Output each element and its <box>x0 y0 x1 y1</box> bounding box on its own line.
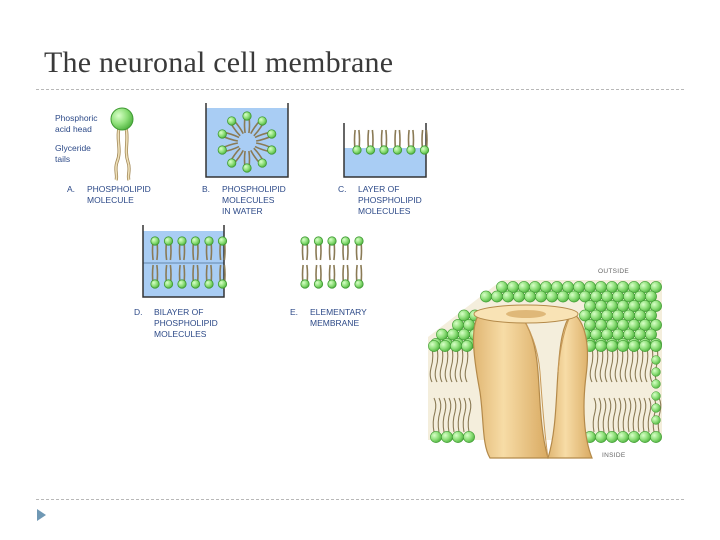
phospholipid-molecule <box>313 264 324 289</box>
phospholipid-molecule <box>190 236 201 261</box>
glyceride-tails-label: Glyceride tails <box>55 143 91 164</box>
phospholipid-molecule <box>300 236 310 261</box>
phosphoric-acid-head-label: Phosphoric acid head <box>55 113 98 134</box>
phospholipid-molecule <box>204 236 214 261</box>
caption-b-text: PHOSPHOLIPID MOLECULES IN WATER <box>222 184 286 216</box>
phospholipid-molecule <box>365 129 376 155</box>
phospholipid-molecule <box>150 264 160 289</box>
caption-e-letter: E. <box>290 307 299 317</box>
phospholipid-molecule <box>419 129 430 155</box>
membrane-3d-block <box>428 280 662 443</box>
phospholipid-molecule <box>379 129 389 155</box>
caption-e-text: ELEMENTARY MEMBRANE <box>310 307 367 328</box>
phospholipid-molecule <box>163 264 174 289</box>
caption-c-text: LAYER OF PHOSPHOLIPID MOLECULES <box>358 184 422 216</box>
caption-a-text: PHOSPHOLIPID MOLECULE <box>87 184 151 205</box>
phospholipid-molecule <box>217 264 228 289</box>
phospholipid-molecule <box>163 236 174 261</box>
phospholipid-molecule <box>254 142 277 155</box>
phospholipid-molecule <box>352 129 362 155</box>
panel-d-bilayer <box>150 236 228 289</box>
panel-b-micelle <box>217 111 277 173</box>
panel-a-molecule <box>110 107 134 181</box>
phospholipid-molecule <box>392 129 403 155</box>
phospholipid-molecule <box>313 236 324 261</box>
phospholipid-molecule <box>250 147 267 168</box>
phospholipid-molecule <box>327 236 337 261</box>
phospholipid-molecule <box>250 116 267 137</box>
phospholipid-molecule <box>190 264 201 289</box>
phospholipid-molecule <box>177 264 187 289</box>
phospholipid-molecule <box>242 111 252 134</box>
panel-e-membrane <box>300 236 364 289</box>
phospholipid-molecule <box>204 264 214 289</box>
caption-c-letter: C. <box>338 184 347 194</box>
phospholipid-molecule <box>254 129 277 142</box>
caption-d-text: BILAYER OF PHOSPHOLIPID MOLECULES <box>154 307 218 339</box>
phospholipid-molecule <box>354 236 364 261</box>
footer-divider <box>36 499 684 500</box>
caption-d-letter: D. <box>134 307 143 317</box>
phospholipid-molecule <box>217 142 240 155</box>
panel-c-monolayer <box>352 129 430 155</box>
phospholipid-molecule <box>150 236 160 261</box>
phospholipid-molecule <box>217 236 228 261</box>
phospholipid-molecule <box>340 236 351 261</box>
phospholipid-molecule <box>406 129 416 155</box>
outside-label: OUTSIDE <box>598 268 629 275</box>
phospholipid-molecule <box>340 264 351 289</box>
caption-a-letter: A. <box>67 184 76 194</box>
phospholipid-molecule <box>354 264 364 289</box>
phospholipid-molecule <box>300 264 310 289</box>
inside-label: INSIDE <box>602 452 626 459</box>
slide-title: The neuronal cell membrane <box>44 46 394 79</box>
phospholipid-molecule <box>217 129 240 142</box>
slide-bullet-icon <box>37 509 46 521</box>
caption-b-letter: B. <box>202 184 211 194</box>
phospholipid-molecule <box>227 116 244 137</box>
protein-channel <box>472 304 593 459</box>
title-divider <box>36 89 684 90</box>
phospholipid-molecule <box>177 236 187 261</box>
phospholipid-molecule <box>327 264 337 289</box>
phospholipid-molecule <box>227 147 244 168</box>
phospholipid-molecule <box>242 150 252 173</box>
